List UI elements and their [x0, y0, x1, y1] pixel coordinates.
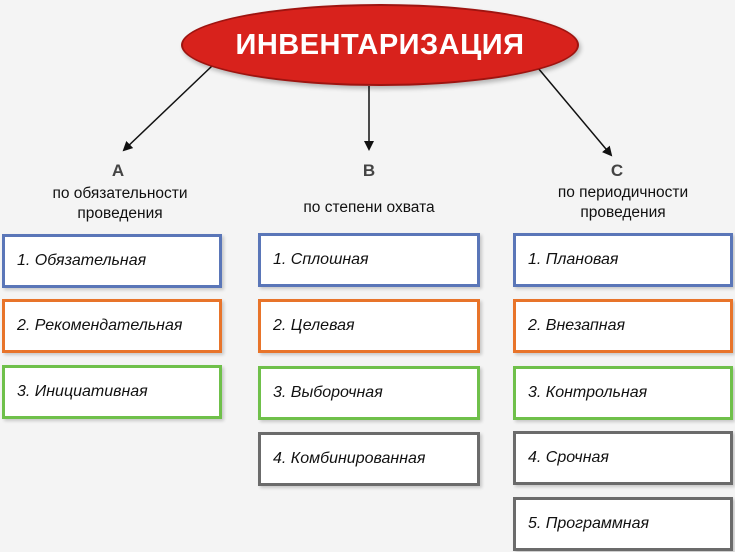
item-b-4: 4. Комбинированная: [258, 432, 480, 486]
item-b-3: 3. Выборочная: [258, 366, 480, 420]
category-letter-b: B: [362, 161, 376, 180]
category-c-line2: проведения: [580, 204, 666, 221]
category-a-line2: проведения: [77, 205, 163, 222]
category-a-line1: по обязательности: [52, 185, 188, 202]
category-label-b: по степени охвата: [258, 198, 480, 218]
category-letter-a: A: [111, 161, 125, 180]
item-a-1: 1. Обязательная: [2, 234, 222, 288]
category-b-line1: по степени охвата: [303, 199, 435, 216]
item-c-4: 4. Срочная: [513, 431, 733, 485]
item-c-1: 1. Плановая: [513, 233, 733, 287]
diagram-title: ИНВЕНТАРИЗАЦИЯ: [235, 28, 525, 61]
item-a-2: 2. Рекомендательная: [2, 299, 222, 353]
category-label-a: по обязательности проведения: [10, 184, 230, 224]
category-letter-c: C: [610, 161, 624, 180]
item-b-1: 1. Сплошная: [258, 233, 480, 287]
item-c-3: 3. Контрольная: [513, 366, 733, 420]
item-c-5: 5. Программная: [513, 497, 733, 551]
arrow-to-a: [122, 65, 213, 152]
title-ellipse: ИНВЕНТАРИЗАЦИЯ: [181, 4, 579, 86]
item-a-3: 3. Инициативная: [2, 365, 222, 419]
category-c-line1: по периодичности: [557, 184, 689, 201]
item-b-2: 2. Целевая: [258, 299, 480, 353]
category-label-c: по периодичности проведения: [513, 183, 733, 223]
item-c-2: 2. Внезапная: [513, 299, 733, 353]
arrow-to-c: [537, 67, 613, 157]
